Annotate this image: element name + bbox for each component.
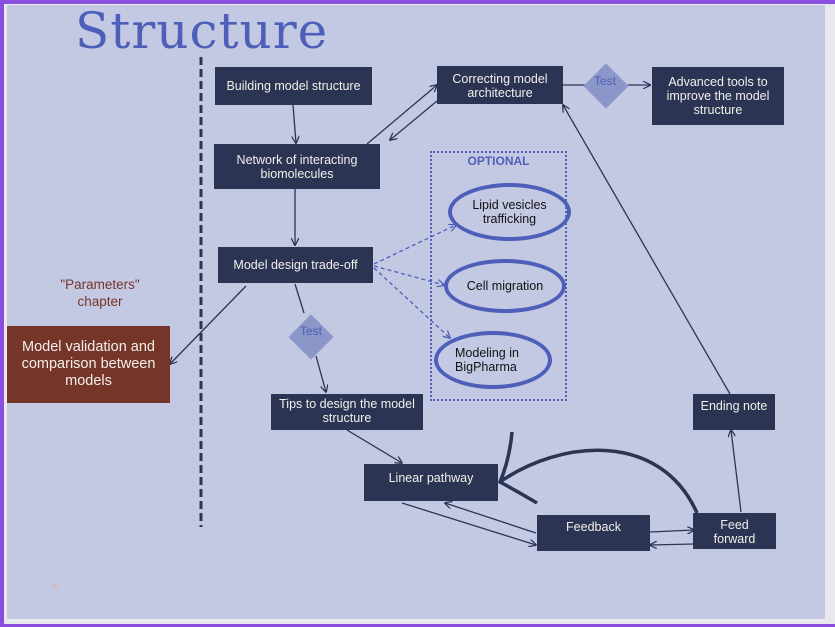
node-label: Advanced tools to improve the model stru…: [666, 75, 770, 117]
arrow-tradeoff-validation: [170, 285, 247, 364]
arrow-tradeoff-lipid: [373, 225, 456, 265]
line-tradeoff-test: [294, 283, 305, 314]
node-advanced-tools[interactable]: Advanced tools to improve the model stru…: [652, 67, 784, 125]
node-feedback[interactable]: Feedback: [537, 515, 650, 551]
arrow-feedforward-ending: [731, 430, 742, 513]
arrow-ending-correcting: [563, 105, 731, 395]
slide-title: Structure: [75, 2, 329, 60]
arrow-feedforward-feedback: [650, 544, 695, 545]
decision-test-mid-label: Test: [299, 324, 322, 338]
arrow-tradeoff-bigpharma: [373, 267, 450, 338]
arrow-feedback-linear: [445, 503, 537, 534]
curved-arrow-feedforward-linear: [498, 448, 699, 514]
node-feed-forward[interactable]: Feed forward: [693, 513, 776, 549]
topic-bigpharma[interactable]: Modeling in BigPharma: [434, 331, 552, 389]
node-tips-design[interactable]: Tips to design the model structure: [271, 394, 423, 430]
optional-group: [430, 151, 567, 401]
node-label: Linear pathway: [388, 471, 474, 485]
node-label: Model design trade-off: [233, 258, 358, 272]
node-ending-note[interactable]: Ending note: [693, 394, 775, 430]
optional-label: OPTIONAL: [467, 154, 530, 168]
arrow-linear-feedback: [401, 502, 536, 545]
sparkle-icon: ✦: [48, 579, 62, 596]
arrow-test-tips: [315, 355, 326, 392]
node-label: Ending note: [700, 399, 768, 413]
topic-lipid-vesicles[interactable]: Lipid vesicles trafficking: [448, 183, 571, 241]
node-model-validation[interactable]: Model validation and comparison between …: [7, 326, 170, 403]
node-label: Tips to design the model structure: [279, 397, 415, 425]
node-building-model-structure[interactable]: Building model structure: [215, 67, 372, 105]
node-label: Model validation and comparison between …: [21, 339, 156, 389]
curved-arrowhead: [497, 431, 538, 505]
node-model-design-tradeoff[interactable]: Model design trade-off: [218, 247, 373, 283]
node-label: Network of interacting biomolecules: [236, 152, 358, 181]
arrow-correcting-network: [390, 100, 438, 140]
arrow-tips-linear: [346, 429, 402, 463]
topic-label: Lipid vesicles trafficking: [472, 198, 547, 226]
arrow-tradeoff-migration: [373, 265, 444, 285]
topic-label: Modeling in BigPharma: [455, 346, 519, 374]
node-label: Building model structure: [226, 79, 361, 93]
arrow-building-network: [293, 104, 296, 143]
node-label: Feed forward: [713, 518, 756, 546]
arrow-network-correcting: [366, 85, 437, 145]
node-label: Feedback: [566, 520, 621, 534]
topic-cell-migration[interactable]: Cell migration: [444, 259, 566, 313]
node-linear-pathway[interactable]: Linear pathway: [364, 464, 498, 501]
node-network-biomolecules[interactable]: Network of interacting biomolecules: [214, 144, 380, 189]
topic-label: Cell migration: [466, 279, 544, 293]
node-correcting-model-architecture[interactable]: Correcting model architecture: [437, 66, 563, 104]
decision-test-top-label: Test: [593, 74, 616, 88]
arrow-feedback-feedforward: [649, 530, 694, 532]
parameters-chapter-note: "Parameters" chapter: [60, 277, 140, 309]
node-label: Correcting model architecture: [452, 72, 548, 100]
